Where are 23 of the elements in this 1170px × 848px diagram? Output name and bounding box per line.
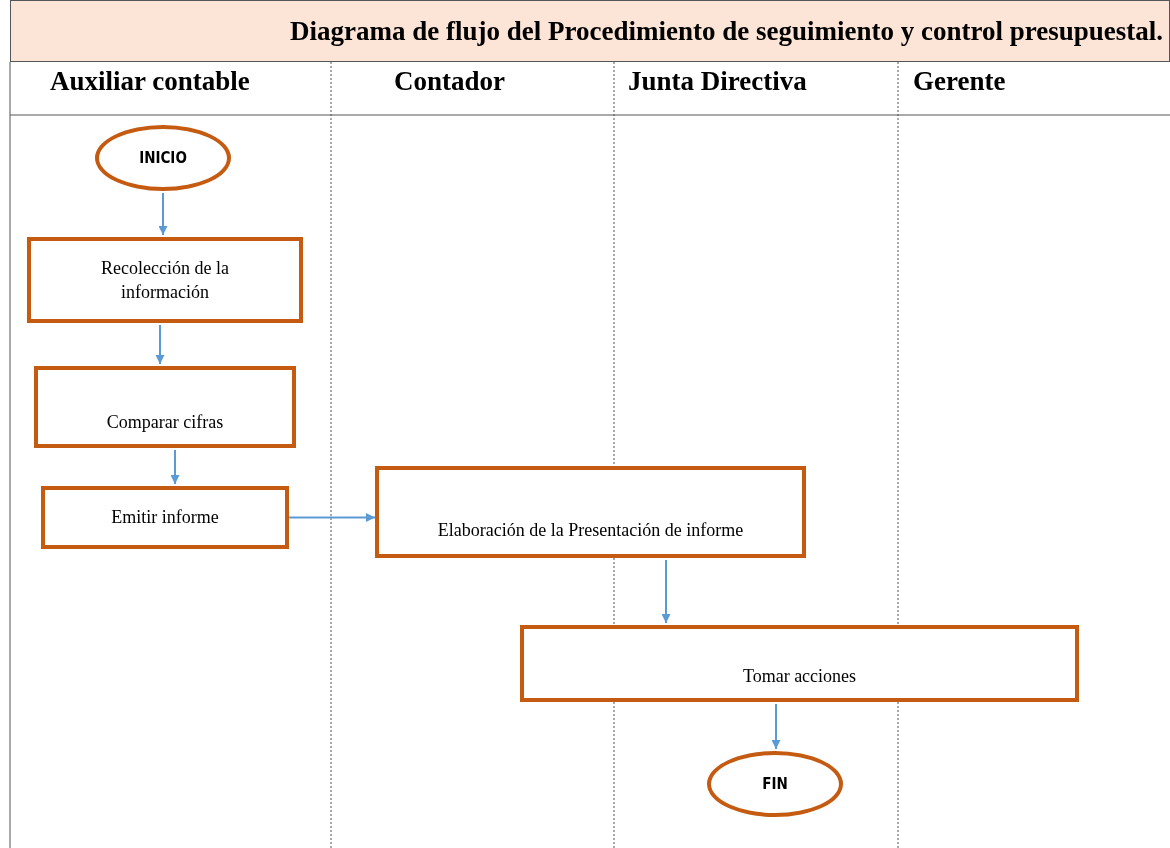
lane-header: Gerente xyxy=(913,66,1006,97)
arrow xyxy=(155,324,165,365)
arrow xyxy=(288,513,376,522)
process-box xyxy=(520,625,1079,702)
arrow xyxy=(158,192,168,236)
diagram-title: Diagrama de flujo del Procedimiento de seguimiento y control presupuestal. xyxy=(10,0,1170,62)
node-text: FIN xyxy=(761,773,789,795)
lane-header: Contador xyxy=(394,66,505,97)
lane-header: Auxiliar contable xyxy=(50,66,250,97)
process-box xyxy=(41,486,289,549)
node-text: Comparar cifras xyxy=(105,410,225,434)
lane-header: Junta Directiva xyxy=(628,66,807,97)
node-text: Elaboración de la Presentación de informe xyxy=(436,518,745,542)
node-text: Recolección de la información xyxy=(100,256,230,304)
node-text: Emitir informe xyxy=(110,506,220,530)
process-box xyxy=(34,366,296,448)
arrow xyxy=(170,449,180,485)
node-text: INICIO xyxy=(138,147,188,169)
arrow xyxy=(661,559,671,624)
process-box xyxy=(375,466,806,558)
process-box xyxy=(27,237,303,323)
arrow xyxy=(771,703,781,750)
node-text: Tomar acciones xyxy=(741,664,858,688)
